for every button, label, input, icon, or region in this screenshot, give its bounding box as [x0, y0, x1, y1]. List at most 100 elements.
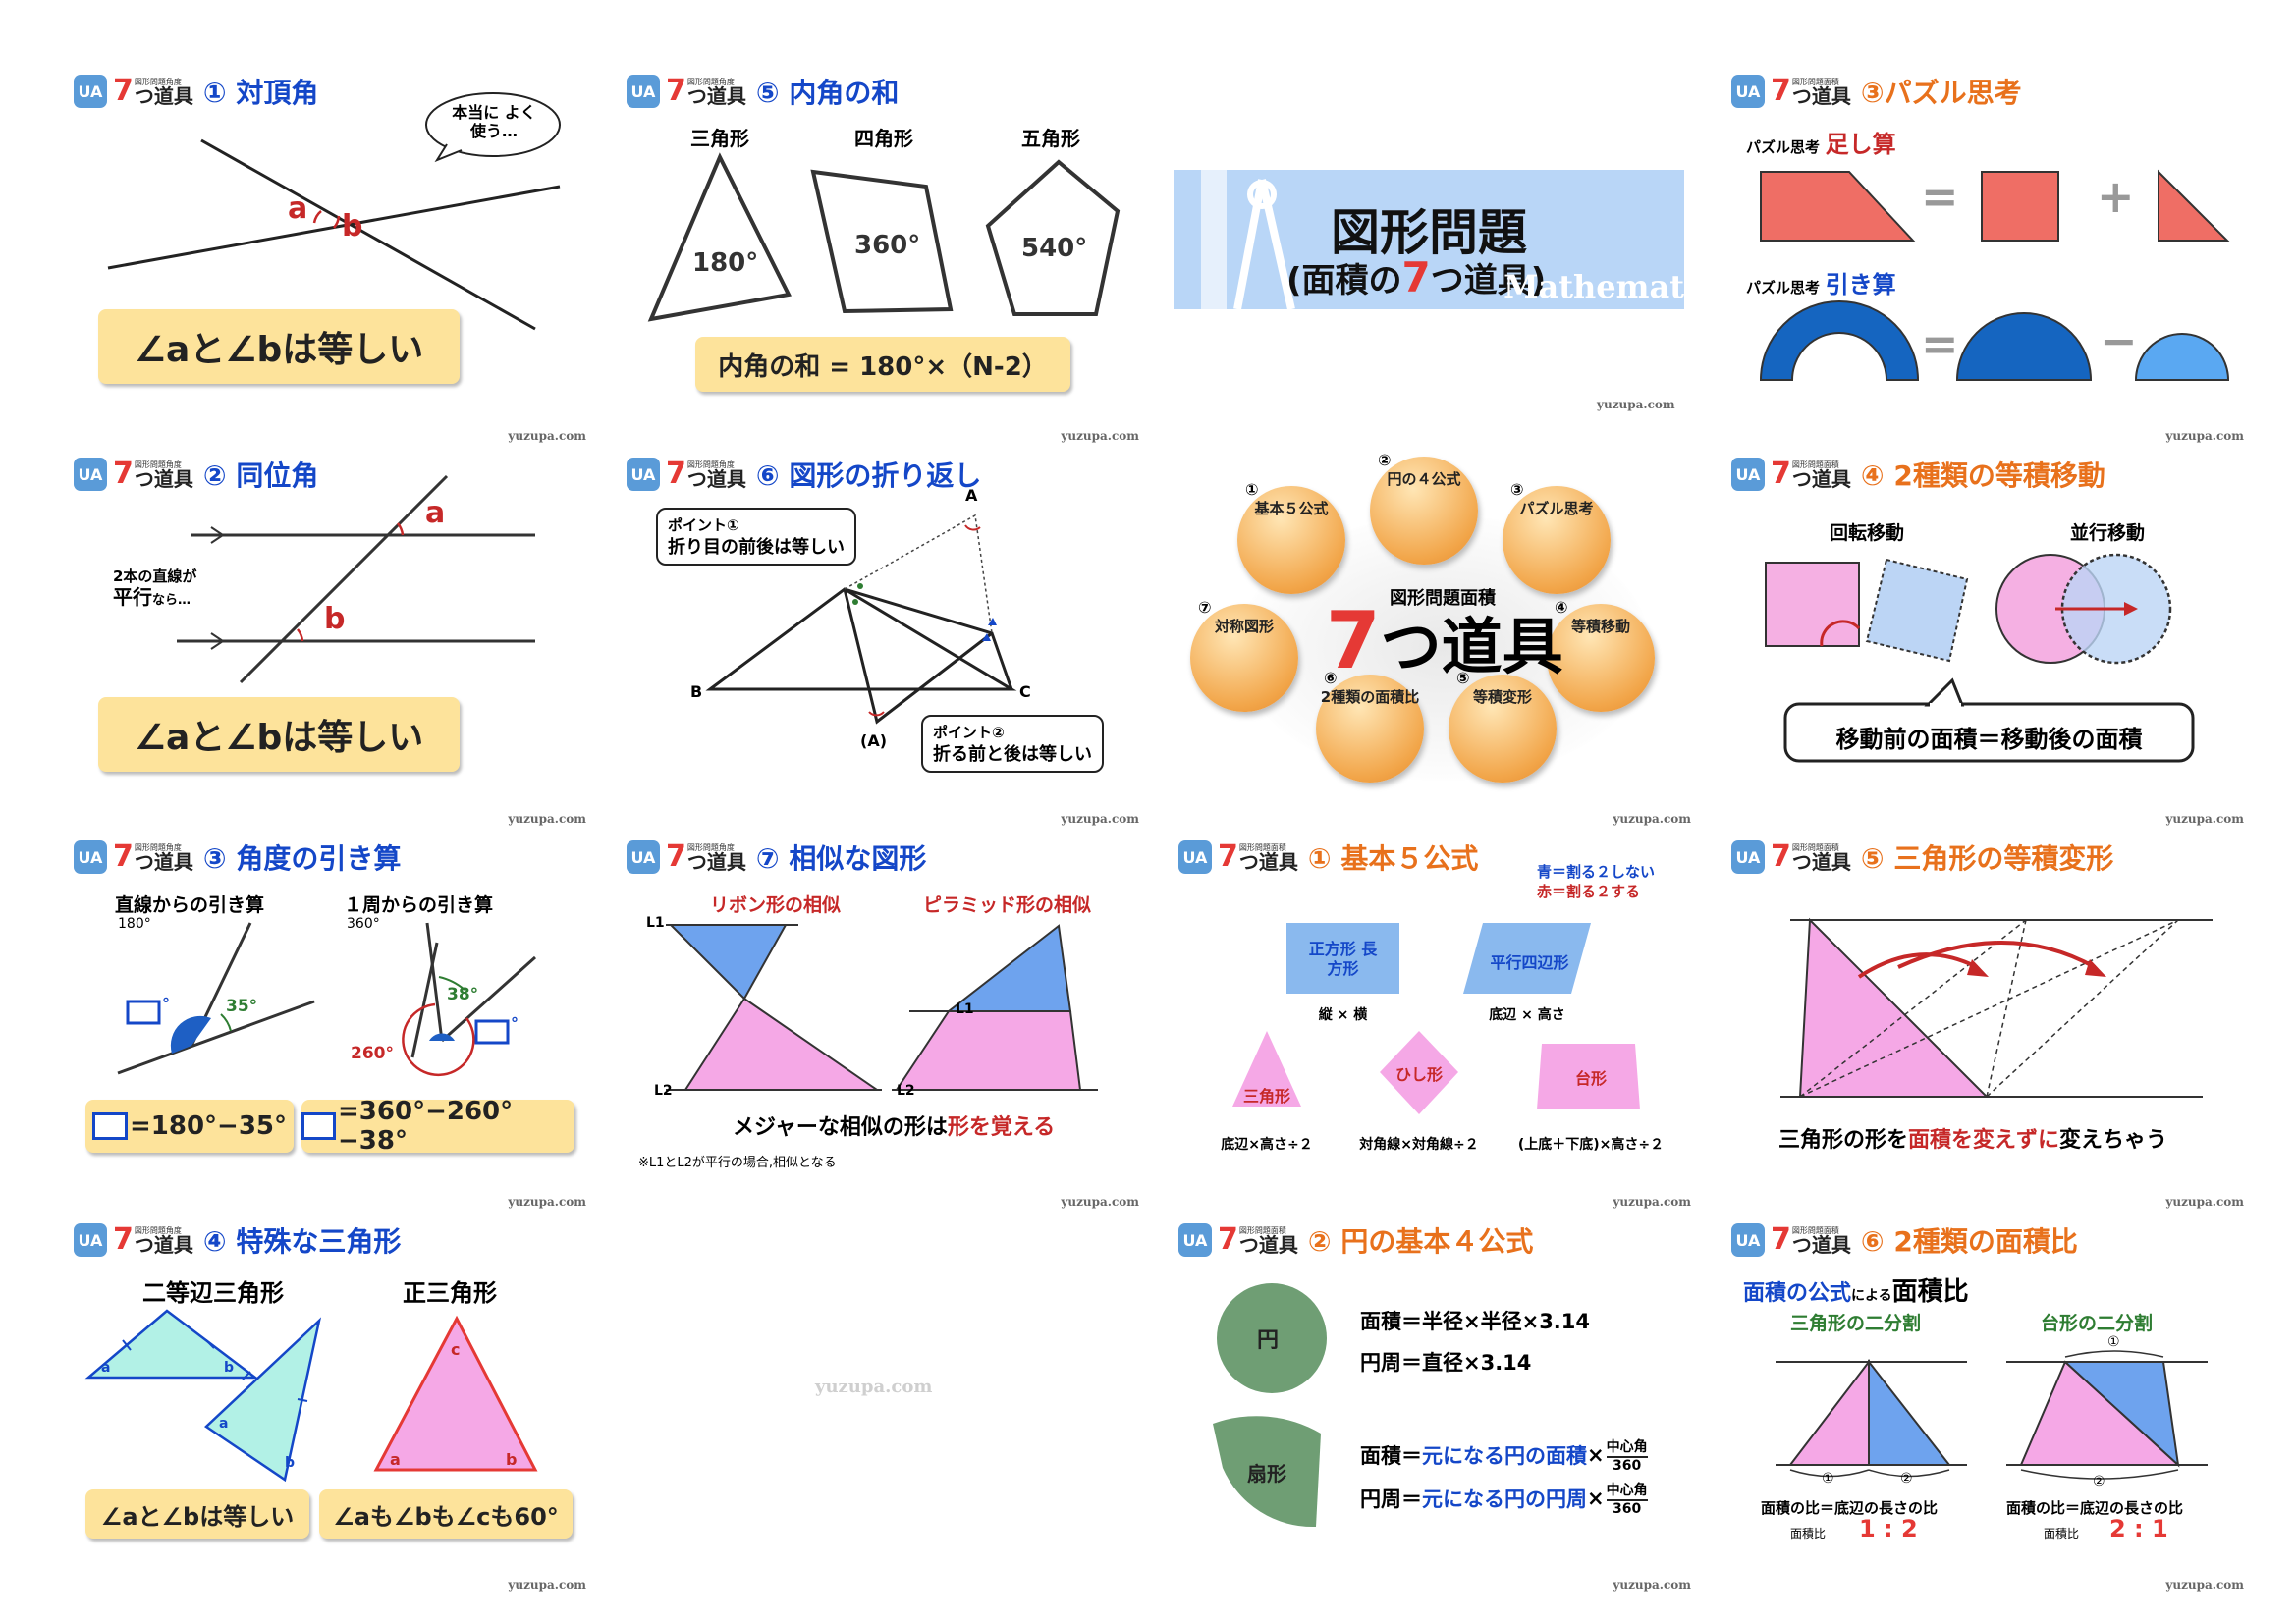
formula-rhombus: 対角線×対角線÷２	[1359, 1137, 1479, 1153]
formula-square: 縦 × 横	[1318, 1007, 1368, 1023]
card-title: ⑦ 相似な図形	[755, 842, 927, 875]
degree-mark: °	[162, 995, 170, 1013]
circle-label: 円	[1257, 1328, 1280, 1353]
logo: UA	[1731, 458, 1765, 491]
rotation-label: 回転移動	[1830, 522, 1905, 544]
label-38: 38°	[447, 985, 479, 1004]
interior-sum-box: 内角の和 = 180°×（N-2）	[695, 337, 1070, 392]
parallel-note: 2本の直線が平行なら…	[113, 568, 197, 610]
footer: yuzupa.com	[508, 429, 586, 443]
cluster-small-title: 図形問題面積	[1390, 588, 1496, 609]
footer: yuzupa.com	[2165, 1195, 2244, 1209]
name-quadrilateral: 四角形	[854, 127, 913, 150]
basic-formulas-diagram	[1232, 923, 1640, 1114]
straight-line-box: =180°−35°	[85, 1100, 294, 1153]
logo: UA	[74, 840, 107, 874]
iso-a: a	[101, 1360, 111, 1376]
footer: yuzupa.com	[2165, 1578, 2244, 1592]
name-triangle: 三角形	[690, 127, 749, 150]
blank-box-icon	[301, 1112, 337, 1140]
footer: yuzupa.com	[1613, 1195, 1691, 1209]
footer: yuzupa.com	[1061, 1195, 1139, 1209]
angle-label-a: a	[425, 496, 446, 530]
banner-watermark: Mathemat	[1503, 268, 1684, 305]
straight-line-heading: 直線からの引き算	[115, 894, 265, 916]
vertical-angles-diagram	[107, 92, 561, 331]
minus-sign: −	[2100, 314, 2138, 367]
label-B: B	[690, 682, 703, 701]
ratio-small: 面積比	[2044, 1527, 2080, 1541]
L1-label: L1	[646, 915, 665, 931]
card-title: ④ 2種類の等積移動	[1860, 460, 2105, 492]
card-title: ⑥ 2種類の面積比	[1860, 1225, 2078, 1258]
mark-2: ②	[2093, 1474, 2105, 1489]
subtraction-label: パズル思考 引き算	[1746, 271, 1896, 298]
similar-caption: メジャーな相似の形は形を覚える	[733, 1115, 1056, 1140]
label-C: C	[1019, 682, 1031, 701]
sector-label: 扇形	[1247, 1462, 1286, 1486]
ratio-rule: 面積の比＝底辺の長さの比	[1761, 1499, 1939, 1517]
iso2-b: b	[285, 1455, 296, 1471]
angle-label-b: b	[324, 602, 346, 636]
similar-figures-diagram	[666, 924, 1098, 1091]
ratio-subtitle: 面積の公式による面積比	[1743, 1277, 1969, 1307]
footer: yuzupa.com	[1597, 398, 1675, 411]
ratio-rule: 面積の比＝底辺の長さの比	[2006, 1499, 2184, 1517]
ratio-small: 面積比	[1790, 1527, 1827, 1541]
parallel-lines-diagram	[177, 474, 535, 684]
footer: yuzupa.com	[508, 812, 586, 826]
shape-trapezoid: 台形	[1574, 1069, 1607, 1088]
logo: UA	[1178, 1223, 1212, 1257]
card-title: ⑥ 図形の折り返し	[755, 460, 982, 492]
mark-2: ②	[1900, 1471, 1913, 1487]
circle-formulas-diagram	[1213, 1283, 1327, 1528]
footer: yuzupa.com	[1061, 812, 1139, 826]
triangle-split-label: 三角形の二分割	[1790, 1313, 1922, 1334]
full-turn-heading: １周からの引き算	[344, 894, 494, 916]
isosceles-label: 二等辺三角形	[142, 1279, 284, 1307]
degree-mark: °	[511, 1014, 519, 1033]
footer: yuzupa.com	[1613, 1578, 1691, 1592]
folding-diagram	[705, 514, 1017, 725]
banner-subtitle: (面積の7つ道具)	[1286, 253, 1547, 301]
full-turn-sub: 360°	[347, 916, 380, 932]
area-transfer-diagram	[1765, 553, 2195, 763]
shape-parallelogram: 平行四辺形	[1490, 953, 1569, 972]
logo: UA	[627, 75, 660, 108]
special-triangles-diagram	[84, 1309, 538, 1483]
mark-1: ①	[1822, 1471, 1834, 1487]
cluster-big-title: 7つ道具	[1326, 595, 1563, 686]
angle-label-a: a	[288, 191, 308, 226]
isosceles-box: ∠aと∠bは等しい	[85, 1489, 309, 1539]
label-A-folded: (A)	[860, 731, 888, 750]
area-transfer-caption: 移動前の面積＝移動後の面積	[1835, 726, 2143, 753]
label-35: 35°	[226, 997, 258, 1016]
shape-square: 正方形 長方形	[1308, 940, 1378, 978]
footer: yuzupa.com	[508, 1195, 586, 1209]
puzzle-diagram	[1759, 169, 2230, 381]
angle-label-b: b	[342, 209, 363, 243]
straight-line-sub: 180°	[118, 916, 151, 932]
